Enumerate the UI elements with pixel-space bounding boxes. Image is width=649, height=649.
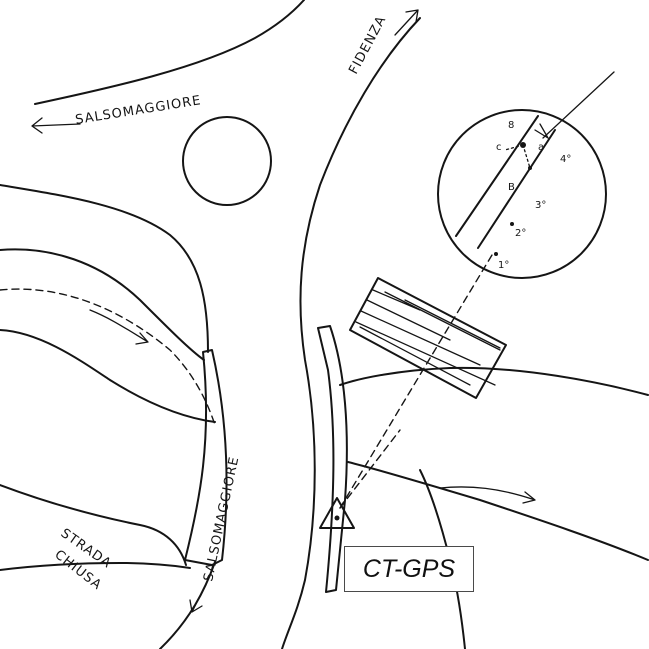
direction-arrow-fidenza <box>394 9 419 36</box>
mark-a: a <box>538 142 544 153</box>
flow-arrow-left <box>89 309 149 345</box>
road-edge-main-left <box>281 17 421 649</box>
mark-c: c <box>496 142 502 153</box>
mark-1: 1° <box>498 260 509 271</box>
hatched-building <box>349 277 507 399</box>
sight-line <box>339 254 493 509</box>
road-edge-left-bottom <box>0 484 187 566</box>
road-edge-main-right <box>339 366 649 396</box>
road-edge-lower-right <box>347 461 649 561</box>
mark-8: 8 <box>508 120 514 131</box>
road-lane-left-dashed <box>0 288 216 426</box>
detail-circle <box>437 71 615 279</box>
direction-arrow-salso-bottom <box>189 585 206 613</box>
road-edge-left-top <box>0 184 209 353</box>
station-label-box: CT-GPS <box>344 546 474 592</box>
gps-station-triangle <box>319 497 355 529</box>
road-edge-left-mid <box>0 248 205 361</box>
road-edge-top-left <box>34 0 305 105</box>
sight-line-2 <box>339 429 401 509</box>
mark-b: B <box>508 182 515 193</box>
label-fidenza: FIDENZA <box>346 13 389 77</box>
road-edge-left-lower <box>0 329 216 423</box>
label-salsomaggiore-bottom: SALSOMAGGIORE <box>201 455 242 583</box>
label-salsomaggiore-top: SALSOMAGGIORE <box>74 93 202 128</box>
median-strip <box>317 325 348 593</box>
road-edge-bottom-left <box>0 562 191 571</box>
roundabout-island <box>182 116 272 206</box>
mark-2: 2° <box>515 228 526 239</box>
flow-arrow-right <box>439 486 536 504</box>
mark-3: 3° <box>535 200 546 211</box>
mark-4: 4° <box>560 154 571 165</box>
station-label: CT-GPS <box>362 554 456 583</box>
direction-arrow-salso-top <box>31 117 81 134</box>
left-median-strip <box>184 349 228 566</box>
